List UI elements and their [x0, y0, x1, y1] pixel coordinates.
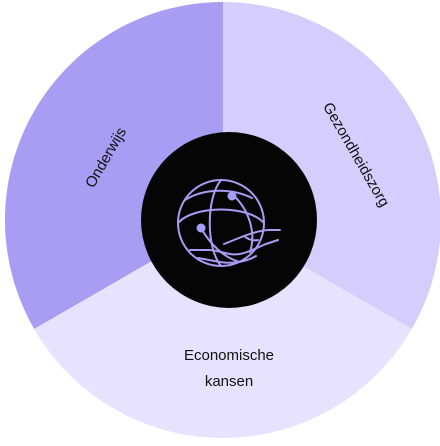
globe-handshake-icon: [177, 179, 281, 267]
segment-economische-kansen: [34, 220, 412, 439]
label-economische-kansen-line1: Economische: [184, 347, 274, 364]
label-economische-kansen-line2: kansen: [205, 373, 253, 390]
center-circle: [141, 132, 317, 308]
